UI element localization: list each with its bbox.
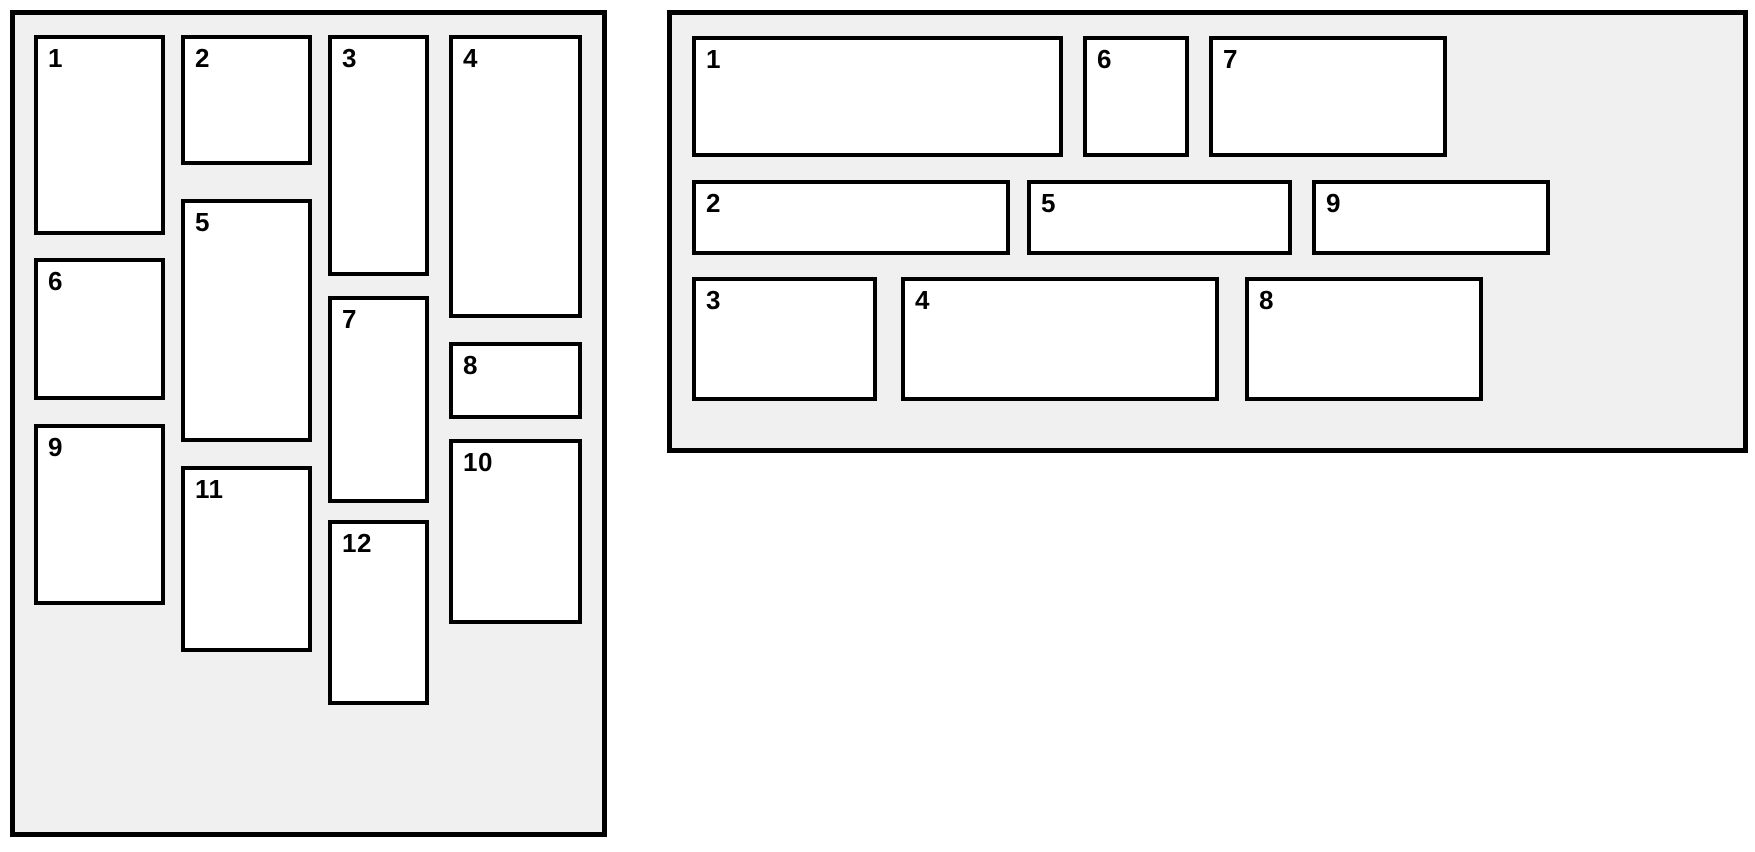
layout-box-1[interactable]: 1 <box>692 36 1063 157</box>
layout-box-label: 8 <box>1259 285 1274 315</box>
layout-box-label: 7 <box>342 304 357 334</box>
layout-box-label: 4 <box>915 285 930 315</box>
layout-box-label: 8 <box>463 350 478 380</box>
layout-box-2[interactable]: 2 <box>692 180 1010 255</box>
layout-box-6[interactable]: 6 <box>34 258 165 400</box>
layout-box-label: 9 <box>48 432 63 462</box>
layout-box-4[interactable]: 4 <box>901 277 1219 401</box>
layout-box-label: 3 <box>342 43 357 73</box>
layout-box-4[interactable]: 4 <box>449 35 582 318</box>
layout-box-label: 9 <box>1326 188 1341 218</box>
layout-box-12[interactable]: 12 <box>328 520 429 705</box>
layout-box-3[interactable]: 3 <box>692 277 877 401</box>
layout-box-label: 7 <box>1223 44 1238 74</box>
layout-box-label: 3 <box>706 285 721 315</box>
layout-box-5[interactable]: 5 <box>1027 180 1292 255</box>
layout-box-label: 1 <box>706 44 721 74</box>
layout-box-label: 11 <box>195 474 224 504</box>
layout-box-10[interactable]: 10 <box>449 439 582 624</box>
layout-box-label: 2 <box>706 188 721 218</box>
layout-box-label: 4 <box>463 43 478 73</box>
layout-box-2[interactable]: 2 <box>181 35 312 165</box>
layout-box-label: 12 <box>342 528 372 558</box>
layout-box-8[interactable]: 8 <box>1245 277 1483 401</box>
layout-box-label: 5 <box>195 207 210 237</box>
layout-box-3[interactable]: 3 <box>328 35 429 276</box>
layout-box-label: 6 <box>1097 44 1112 74</box>
layout-box-9[interactable]: 9 <box>34 424 165 605</box>
layout-box-1[interactable]: 1 <box>34 35 165 235</box>
layout-box-7[interactable]: 7 <box>328 296 429 503</box>
layout-box-label: 6 <box>48 266 63 296</box>
layout-box-label: 10 <box>463 447 493 477</box>
layout-box-5[interactable]: 5 <box>181 199 312 442</box>
layout-box-label: 5 <box>1041 188 1056 218</box>
layout-box-8[interactable]: 8 <box>449 342 582 419</box>
layout-box-11[interactable]: 11 <box>181 466 312 652</box>
layout-box-9[interactable]: 9 <box>1312 180 1550 255</box>
panel-horizontal-row-layout: 1 6 7 2 5 9 3 4 8 <box>667 10 1748 453</box>
layout-box-label: 2 <box>195 43 210 73</box>
layout-box-label: 1 <box>48 43 63 73</box>
layout-box-7[interactable]: 7 <box>1209 36 1447 157</box>
layout-box-6[interactable]: 6 <box>1083 36 1189 157</box>
